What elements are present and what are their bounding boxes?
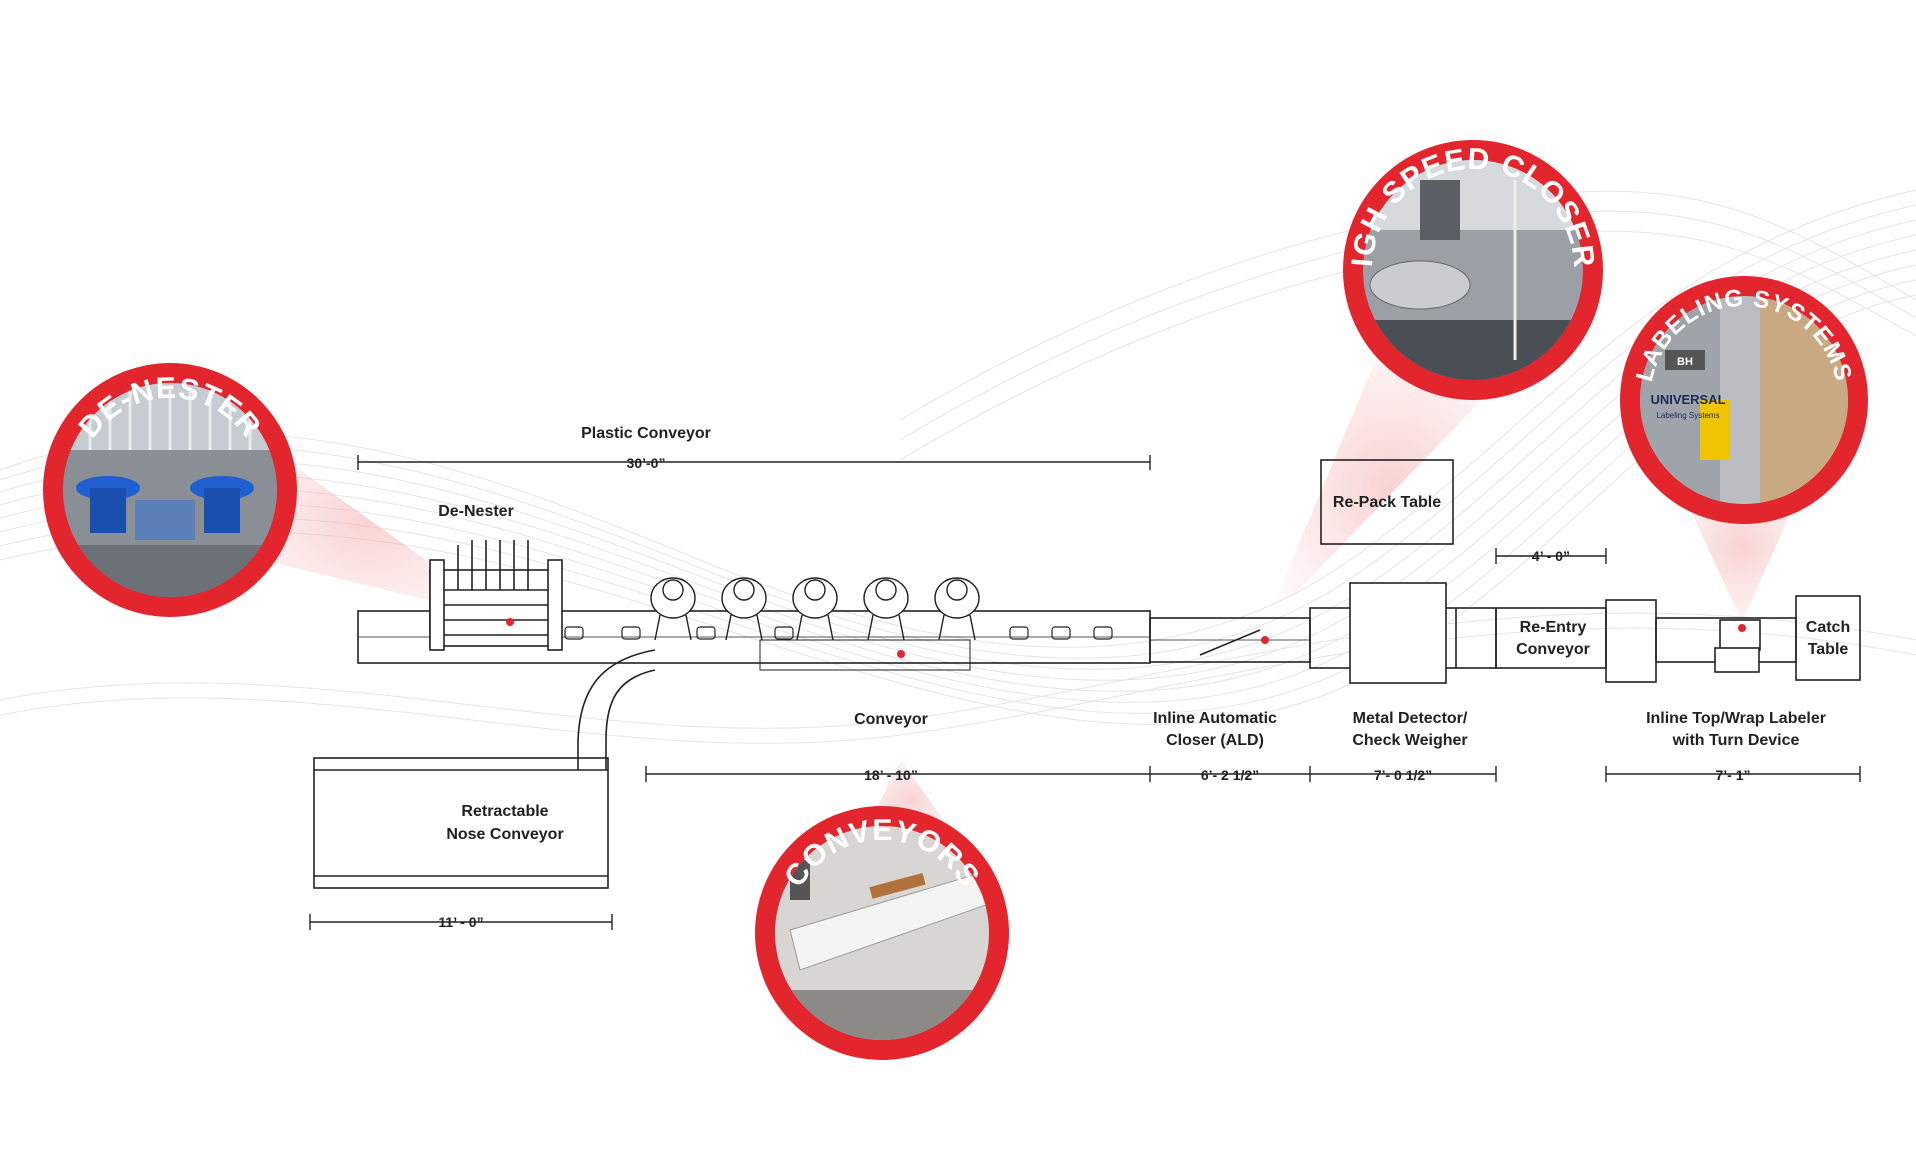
callout-high-speed-closers: HIGH SPEED CLOSERS [0,0,1603,400]
denester-machine [429,540,563,651]
conveyors-photo [775,826,989,1040]
label-repack-table: Re-Pack Table [1333,494,1441,511]
label-catch-1: Catch [1806,619,1850,636]
label-metal-detector-2: Check Weigher [1352,732,1467,749]
dimension-lines [309,455,1861,930]
retractable-nose-conveyor [313,757,609,889]
label-closer-1: Inline Automatic [1153,710,1277,727]
label-reentry-1: Re-Entry [1520,619,1587,636]
labeler-brand-text: UNIVERSAL [1650,392,1725,407]
workers [650,577,980,641]
label-metal-detector-1: Metal Detector/ [1353,710,1468,727]
roller-section [759,639,971,671]
dim-reentry: 4’ - 0” [1532,548,1570,564]
dim-retractable: 11’ - 0” [438,914,483,930]
dim-labeler: 7’- 1” [1715,767,1750,783]
dim-closer: 6’- 2 1/2” [1201,767,1259,783]
label-labeler-1: Inline Top/Wrap Labeler [1646,710,1826,727]
label-retractable-1: Retractable [461,803,548,820]
dim-plastic-conveyor: 30’-0” [627,455,666,471]
closers-photo [1363,160,1583,380]
label-closer-2: Closer (ALD) [1166,732,1264,749]
label-plastic-conveyor: Plastic Conveyor [581,425,711,442]
metal-detector-check-weigher [1309,582,1497,684]
label-retractable-2: Nose Conveyor [446,826,563,843]
dim-conveyor: 18’ - 10” [864,767,918,783]
drawing-labels: Plastic Conveyor 30’-0” De-Nester Re-Pac… [438,425,1850,930]
inline-labeler [1605,599,1797,683]
layout-drawing [313,459,1861,889]
labeler-badge-text: BH [1677,356,1693,368]
conveyor-trays [564,626,1113,640]
label-reentry-2: Conveyor [1516,641,1590,658]
background-waves [0,189,1916,744]
location-markers [506,618,1746,658]
labeler-sub-text: Labeling Systems [1656,411,1719,420]
label-denester: De-Nester [438,503,514,520]
callout-labeling-systems: BH UNIVERSAL Labeling Systems LABELING S… [1620,276,1868,524]
label-catch-2: Table [1808,641,1849,658]
label-conveyor: Conveyor [854,711,928,728]
catch-table [1795,595,1861,681]
repack-table [1320,459,1454,545]
label-labeler-2: with Turn Device [1672,732,1800,749]
callout-conveyors: CONVEYORS [755,806,1009,1060]
callout-denester: DE-NESTER [43,363,297,617]
dim-metal-detector: 7’- 0 1/2” [1374,767,1432,783]
reentry-conveyor [1495,607,1607,669]
